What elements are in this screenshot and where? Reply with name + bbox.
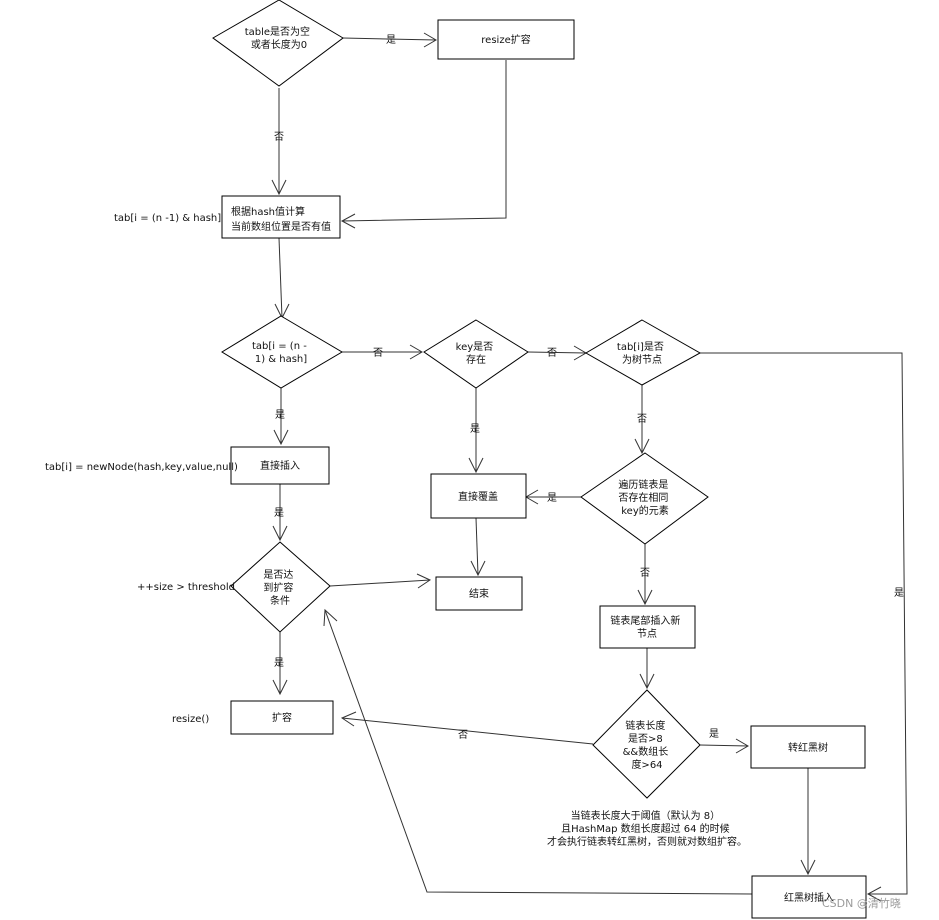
arrowhead <box>323 608 338 627</box>
process-compute-index: 根据hash值计算 当前数组位置是否有值 <box>221 195 341 239</box>
edge-label-yes: 是 <box>274 657 284 669</box>
edge-label-no: 否 <box>458 729 468 741</box>
edge-cover-to-end <box>475 517 479 576</box>
edge-label-yes: 是 <box>274 507 284 519</box>
edge-label-yes: 是 <box>386 34 396 46</box>
arrowhead <box>273 429 289 446</box>
edge-label-yes: 是 <box>470 423 480 435</box>
arrowhead <box>271 179 287 196</box>
decision-traverse: 遍历链表是 否存在相同 key的元素 <box>580 452 709 545</box>
arrowhead <box>340 213 356 229</box>
node-text: 是否达 到扩容 条件 <box>263 569 296 607</box>
arrowhead <box>735 738 749 754</box>
edge-empty-to-resize <box>342 37 437 41</box>
decision-threshold: 是否达 到扩容 条件 <box>230 541 331 633</box>
node-text: tab[i = (n - 1) & hash] <box>252 341 310 365</box>
arrowhead <box>423 32 437 48</box>
arrowhead <box>866 886 882 902</box>
edge-compute-to-tabhash <box>278 237 283 319</box>
decision-key-exists: key是否 存在 <box>423 319 529 389</box>
edge-label-yes: 是 <box>894 587 904 599</box>
node-text: 红黑树插入 <box>784 891 834 904</box>
edge-length-to-expand <box>341 717 594 745</box>
process-expand: 扩容 <box>230 700 334 735</box>
label-resize-call: resize() <box>172 714 209 725</box>
arrowhead <box>409 344 423 360</box>
edges <box>271 32 908 902</box>
arrowhead <box>340 711 357 727</box>
node-text: key是否 存在 <box>456 341 497 366</box>
edge-label-no: 否 <box>640 567 650 579</box>
nodes: table是否为空 或者长度为0 resize扩容 根据hash值计算 当前数组… <box>212 0 867 919</box>
node-text: tab[i]是否 为树节点 <box>617 341 667 366</box>
label-size-threshold: ++size > threshold <box>137 582 235 593</box>
process-to-rbtree: 转红黑树 <box>750 725 866 769</box>
edge-rbinsert-to-threshold <box>324 609 753 895</box>
process-rbtree-insert: 红黑树插入 <box>751 875 867 919</box>
side-labels: tab[i = (n -1) & hash] tab[i] = newNode(… <box>45 213 238 725</box>
arrowhead <box>637 589 653 606</box>
edge-length-to-rbtree <box>699 744 749 747</box>
label-new-node: tab[i] = newNode(hash,key,value,null) <box>45 462 238 473</box>
decision-table-empty: table是否为空 或者长度为0 <box>212 0 344 87</box>
edge-key-to-tree <box>527 351 587 354</box>
node-text: 根据hash值计算 当前数组位置是否有值 <box>231 205 331 233</box>
edge-label-no: 否 <box>547 347 557 359</box>
note: 当链表长度大于阈值（默认为 8） 且HashMap 数组长度超过 64 的时候 … <box>547 809 747 848</box>
node-text: 链表长度 是否>8 &&数组长 度>64 <box>623 719 672 771</box>
arrowhead <box>800 859 816 876</box>
arrowhead <box>470 560 486 577</box>
edge-labels: 是 否 否 否 是 是 否 是 是 否 是 否 是 是 <box>274 34 904 741</box>
node-text: 链表尾部插入新 节点 <box>610 614 683 640</box>
process-resize: resize扩容 <box>437 19 575 60</box>
terminal-end: 结束 <box>435 576 523 611</box>
edge-label-yes: 是 <box>547 492 557 504</box>
arrowhead <box>416 573 432 589</box>
decision-tree-node: tab[i]是否 为树节点 <box>585 319 702 386</box>
arrowhead <box>468 457 484 474</box>
arrowhead <box>272 679 288 696</box>
arrowhead <box>634 438 650 455</box>
edge-label-no: 否 <box>373 347 383 359</box>
edge-label-no: 否 <box>637 413 647 425</box>
edge-resize-to-compute <box>341 60 507 222</box>
node-text: 直接覆盖 <box>458 490 498 503</box>
edge-threshold-to-end <box>329 579 431 587</box>
edge-label-yes: 是 <box>275 409 285 421</box>
watermark: CSDN @清竹晓 <box>822 896 901 910</box>
decision-list-length: 链表长度 是否>8 &&数组长 度>64 <box>592 689 701 799</box>
edge-label-no: 否 <box>274 131 284 143</box>
label-tab-index: tab[i = (n -1) & hash] <box>114 213 221 224</box>
node-text: table是否为空 或者长度为0 <box>245 25 314 51</box>
node-text: 转红黑树 <box>788 741 828 754</box>
arrowhead <box>272 525 288 542</box>
decision-tab-hash: tab[i = (n - 1) & hash] <box>221 315 343 389</box>
node-text: 遍历链表是 否存在相同 key的元素 <box>618 478 671 517</box>
node-text: 结束 <box>469 587 489 600</box>
process-direct-insert: 直接插入 <box>230 446 330 485</box>
note-text: 当链表长度大于阈值（默认为 8） 且HashMap 数组长度超过 64 的时候 … <box>547 809 747 848</box>
edge-label-yes: 是 <box>709 728 719 740</box>
process-tail-insert: 链表尾部插入新 节点 <box>599 605 696 649</box>
node-text: resize扩容 <box>481 33 530 46</box>
node-text: 扩容 <box>272 711 292 724</box>
node-text: 直接插入 <box>260 459 300 472</box>
process-direct-cover: 直接覆盖 <box>430 473 527 519</box>
arrowhead <box>639 673 655 690</box>
edge-tree-to-rbinsert <box>700 352 908 895</box>
